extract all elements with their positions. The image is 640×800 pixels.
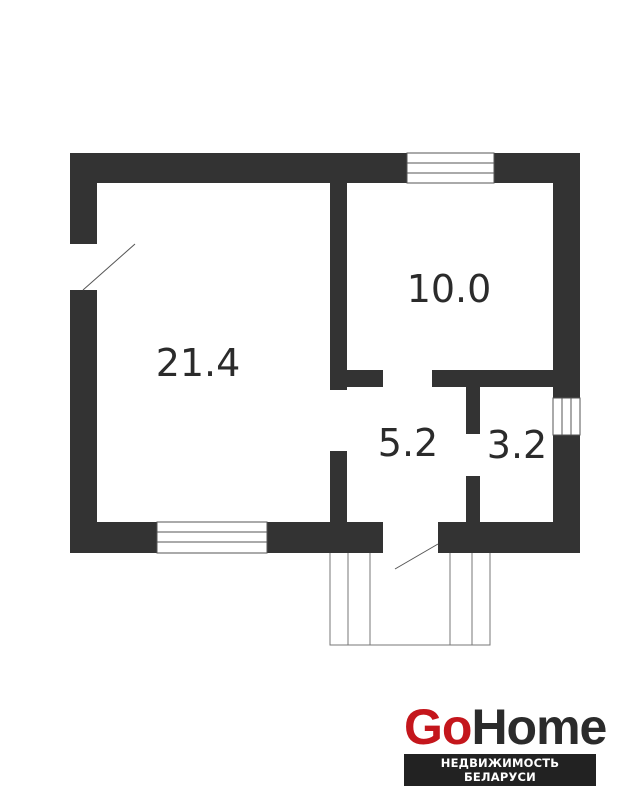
window-top: [406, 152, 495, 184]
left-wall-upper: [70, 153, 97, 244]
bathroom-wall-lower: [466, 476, 480, 522]
room-area-label: 21.4: [156, 341, 241, 385]
room-area-label: 10.0: [407, 267, 492, 311]
door-swing-left: [82, 243, 136, 291]
window-right: [552, 397, 581, 436]
partition-stub: [330, 370, 383, 387]
logo-go: Go: [404, 699, 472, 755]
left-wall-lower: [70, 290, 97, 553]
bottom-wall-2: [267, 522, 383, 553]
logo-wordmark: GoHome: [404, 699, 607, 755]
room-area-label: 3.2: [487, 423, 547, 467]
gohome-logo: GoHome НЕДВИЖИМОСТЬ БЕЛАРУСИ: [404, 699, 607, 786]
partition-vertical: [330, 183, 347, 390]
logo-home: Home: [471, 699, 607, 755]
walls: [70, 153, 580, 553]
right-wall-upper: [553, 153, 580, 398]
bottom-wall-1: [70, 522, 157, 553]
top-wall-left: [70, 153, 407, 183]
logo-tagline: НЕДВИЖИМОСТЬ БЕЛАРУСИ: [404, 754, 596, 786]
windows: [156, 152, 581, 554]
partition-horizontal: [432, 370, 553, 387]
room-area-label: 5.2: [378, 421, 438, 465]
window-bottom: [156, 521, 268, 554]
hall-wall: [330, 451, 347, 522]
steps: [329, 553, 491, 646]
bathroom-wall-upper: [466, 387, 480, 434]
right-wall-lower: [553, 435, 580, 553]
door-swing-entrance: [394, 543, 439, 570]
